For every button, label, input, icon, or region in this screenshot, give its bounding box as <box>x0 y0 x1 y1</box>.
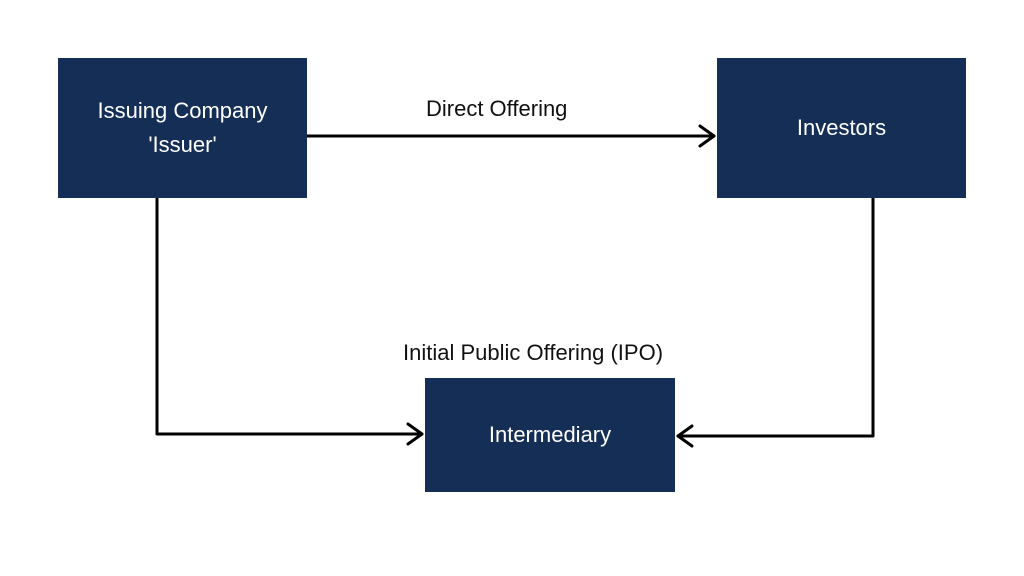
issuing-company-name: Issuing Company <box>97 98 268 123</box>
ipo-arrowhead <box>406 422 424 446</box>
investors-to-intermediary-connector <box>676 196 875 438</box>
investors-node: Investors <box>717 58 966 198</box>
ipo-connector <box>155 196 424 436</box>
intermediary-node: Intermediary <box>425 378 675 492</box>
intermediary-label: Intermediary <box>488 422 612 447</box>
issuing-company-node: Issuing Company 'Issuer' <box>58 58 307 198</box>
direct-offering-arrowhead <box>698 124 716 148</box>
issuer-alias: 'Issuer' <box>148 132 217 157</box>
investors-label: Investors <box>796 115 887 140</box>
ipo-label: Initial Public Offering (IPO) <box>403 340 664 365</box>
direct-offering-label: Direct Offering <box>426 96 568 121</box>
investors-to-intermediary-arrowhead <box>676 424 694 448</box>
